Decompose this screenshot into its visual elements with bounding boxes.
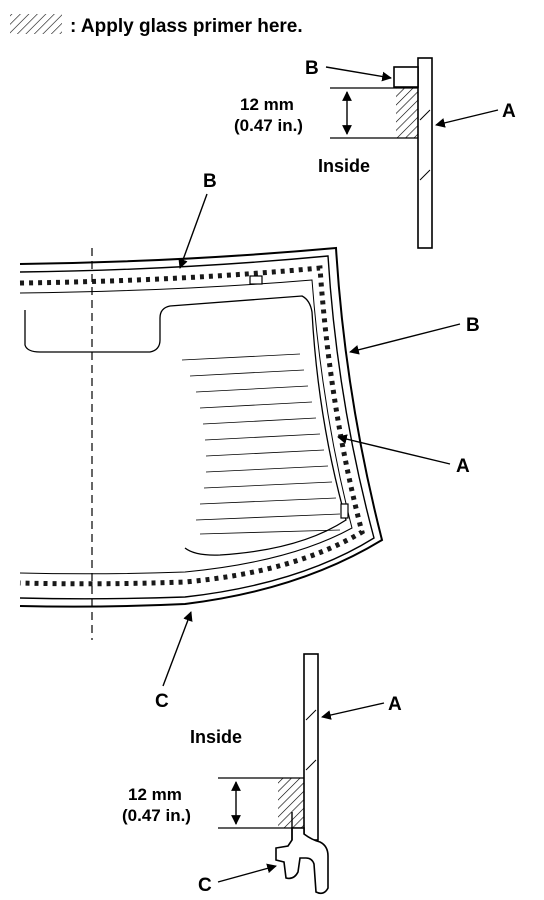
ceramic-boundary [159, 295, 347, 556]
glass-pane-a-bottom [303, 653, 319, 841]
top-inside-text: Inside [318, 156, 370, 176]
legend: : Apply glass primer here. [10, 14, 303, 37]
main-leader-b-side [349, 323, 461, 355]
legend-text: : Apply glass primer here. [70, 16, 303, 37]
bottom-detail: 12 mm (0.47 in.) Inside A C [122, 653, 402, 896]
main-leader-b-top [178, 193, 208, 269]
top-detail: 12 mm (0.47 in.) Inside B A [234, 57, 516, 249]
bottom-label-a: A [388, 694, 402, 715]
top-clip [249, 275, 263, 285]
primer-band-main [19, 265, 365, 587]
main-leader-c [162, 611, 193, 687]
glass-hatch-a-top-2 [419, 169, 431, 181]
glass-outer-edge [19, 246, 384, 608]
molding-c-bottom [275, 827, 329, 895]
side-clip [340, 503, 349, 519]
primer-area-top [396, 88, 418, 138]
bottom-measure-mm: 12 mm [128, 785, 182, 804]
molding-b-inner-edge [19, 255, 375, 600]
top-leader-a [435, 109, 499, 128]
main-view: B B A C [19, 171, 480, 712]
top-leader-b [325, 66, 392, 82]
main-label-c: C [155, 691, 169, 712]
top-measure-mm: 12 mm [240, 95, 294, 114]
bottom-leader-a [321, 702, 385, 720]
primer-area-bottom [278, 778, 304, 828]
mirror-mount [24, 310, 161, 353]
main-label-b-side: B [466, 315, 480, 336]
bottom-measure-in: (0.47 in.) [122, 806, 191, 825]
glass-pane-a-top [417, 57, 433, 249]
glass-hatch-a-bottom [305, 709, 317, 721]
molding-b-top [393, 66, 419, 88]
main-label-b-top: B [203, 171, 217, 192]
legend-hatch-swatch [10, 14, 62, 34]
bottom-leader-c [217, 863, 277, 883]
bottom-label-c: C [198, 875, 212, 896]
top-label-a: A [502, 101, 516, 122]
top-label-b: B [305, 58, 319, 79]
primer-band-inner-line [19, 279, 353, 575]
top-measure-in: (0.47 in.) [234, 116, 303, 135]
glass-hatch-a-top [419, 109, 431, 121]
main-leader-a [337, 434, 451, 465]
glass-shading [181, 353, 341, 535]
main-label-a: A [456, 456, 470, 477]
glass-hatch-a-bottom-2 [305, 759, 317, 771]
bottom-inside-text: Inside [190, 727, 242, 747]
